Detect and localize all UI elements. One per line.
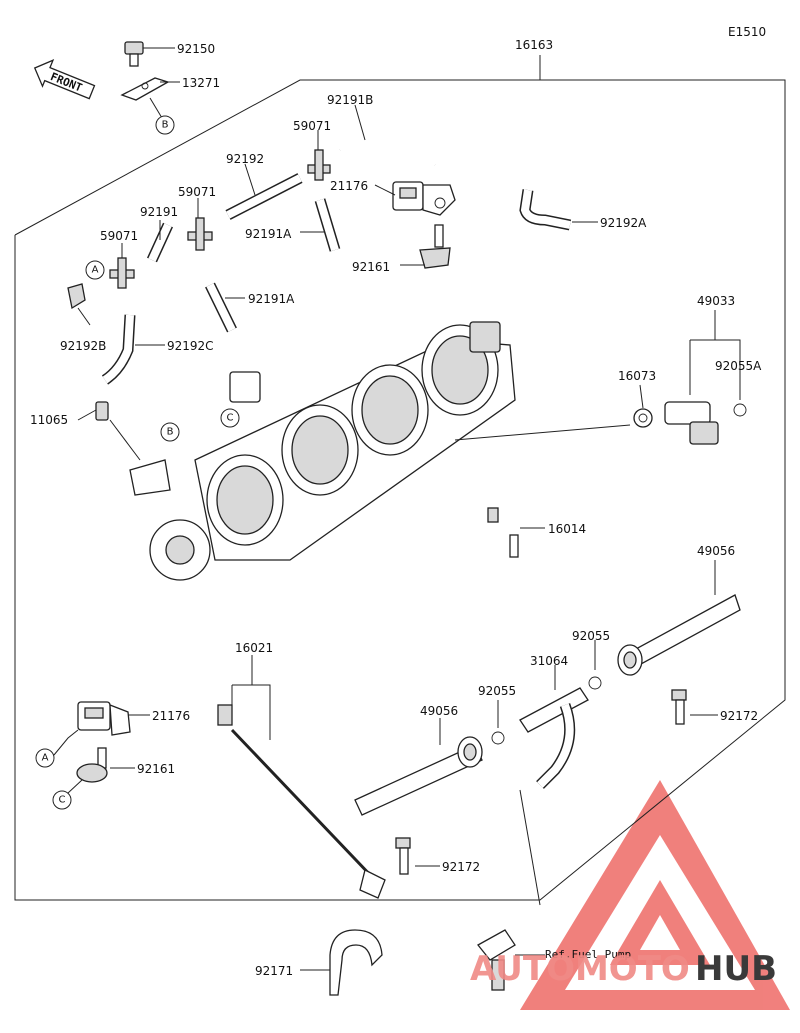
label-13271: 13271 [182, 76, 220, 90]
tee-59071-left [109, 257, 135, 289]
label-59071-mid: 59071 [178, 185, 216, 199]
hose-92192a [519, 189, 572, 231]
label-49033: 49033 [697, 294, 735, 308]
hose-92192 [225, 173, 303, 220]
label-16014: 16014 [548, 522, 586, 536]
label-92192b: 92192B [60, 339, 106, 353]
label-92172-right: 92172 [720, 709, 758, 723]
clamp-92171 [329, 929, 383, 996]
callout-c-bottom-text: C [59, 795, 66, 806]
callout-b-mid [160, 422, 180, 442]
label-92055a: 92055A [715, 359, 762, 373]
label-31064: 31064 [530, 654, 568, 668]
injector-49033 [664, 401, 719, 445]
hose-92192c [101, 314, 136, 385]
ref-fuel-pump-label: Ref.Fuel Pump [545, 948, 631, 961]
label-16163: 16163 [515, 38, 553, 52]
callout-b-top-text: B [162, 120, 169, 131]
label-92192c: 92192C [167, 339, 214, 353]
label-16073: 16073 [618, 369, 656, 383]
fuel-rail-49056-right [617, 594, 741, 676]
watermark-text-right: HUB [695, 949, 777, 989]
label-92161-left: 92161 [137, 762, 175, 776]
bracket-13271 [120, 77, 170, 101]
front-arrow-icon: FRONT [33, 59, 96, 100]
cable-16021 [217, 704, 386, 899]
watermark-text-left: AUTOMOTO [470, 949, 690, 989]
hose-92191a-top [314, 198, 341, 252]
oring-92055-left [491, 731, 505, 745]
automotohub-watermark: AUTOMOTO HUB [470, 949, 777, 989]
fuel-rail-49056-left [354, 736, 483, 816]
tee-59071-top [307, 149, 331, 181]
label-11065: 11065 [30, 413, 68, 427]
label-92192a: 92192A [600, 216, 647, 230]
hose-92191 [146, 222, 174, 263]
throttle-body-assembly [129, 321, 516, 581]
callout-c-mid-text: C [227, 413, 234, 424]
sensor-92161-top [419, 224, 451, 269]
label-92055-left: 92055 [478, 684, 516, 698]
label-92191b: 92191B [327, 93, 373, 107]
label-92150: 92150 [177, 42, 215, 56]
oring-92055a [733, 403, 747, 417]
callout-b-top [155, 115, 175, 135]
fitting-92192b [67, 283, 86, 310]
pipe-31064 [519, 687, 589, 789]
label-92191a-top: 92191A [245, 227, 292, 241]
callout-a-bottom [35, 748, 55, 768]
hose-92191b [338, 117, 439, 167]
label-92191a-mid: 92191A [248, 292, 295, 306]
callout-b-mid-text: B [167, 427, 174, 438]
callout-a-top-text: A [92, 265, 99, 276]
label-21176-top: 21176 [330, 179, 368, 193]
label-92161-top: 92161 [352, 260, 390, 274]
oring-92055-right [588, 676, 602, 690]
callout-a-bottom-text: A [42, 753, 49, 764]
cap-11065 [95, 401, 109, 421]
label-92192: 92192 [226, 152, 264, 166]
label-92171: 92171 [255, 964, 293, 978]
fuel-pump-fitting [477, 929, 516, 991]
callout-c-mid [220, 408, 240, 428]
assembly-outline [14, 55, 786, 901]
seal-16073 [633, 408, 653, 428]
diagram-code: E1510 [728, 25, 766, 39]
sensor-92161-left [76, 747, 108, 783]
label-59071-left: 59071 [100, 229, 138, 243]
hose-92191a-mid [205, 282, 237, 333]
label-16021: 16021 [235, 641, 273, 655]
sensor-21176-top [392, 181, 456, 216]
screw-16014 [487, 507, 519, 558]
automotohub-logo [520, 780, 790, 1010]
sensor-21176-left [77, 701, 131, 736]
tee-59071-mid [187, 217, 213, 251]
label-49056-left: 49056 [420, 704, 458, 718]
label-49056-right: 49056 [697, 544, 735, 558]
bolt-92172-left [395, 837, 411, 875]
label-59071-top: 59071 [293, 119, 331, 133]
label-21176-left: 21176 [152, 709, 190, 723]
label-92191: 92191 [140, 205, 178, 219]
bolt-92150 [124, 41, 144, 67]
bolt-92172-right [671, 689, 687, 725]
label-92055-right: 92055 [572, 629, 610, 643]
label-92172-left: 92172 [442, 860, 480, 874]
callout-a-top [85, 260, 105, 280]
callout-c-bottom [52, 790, 72, 810]
